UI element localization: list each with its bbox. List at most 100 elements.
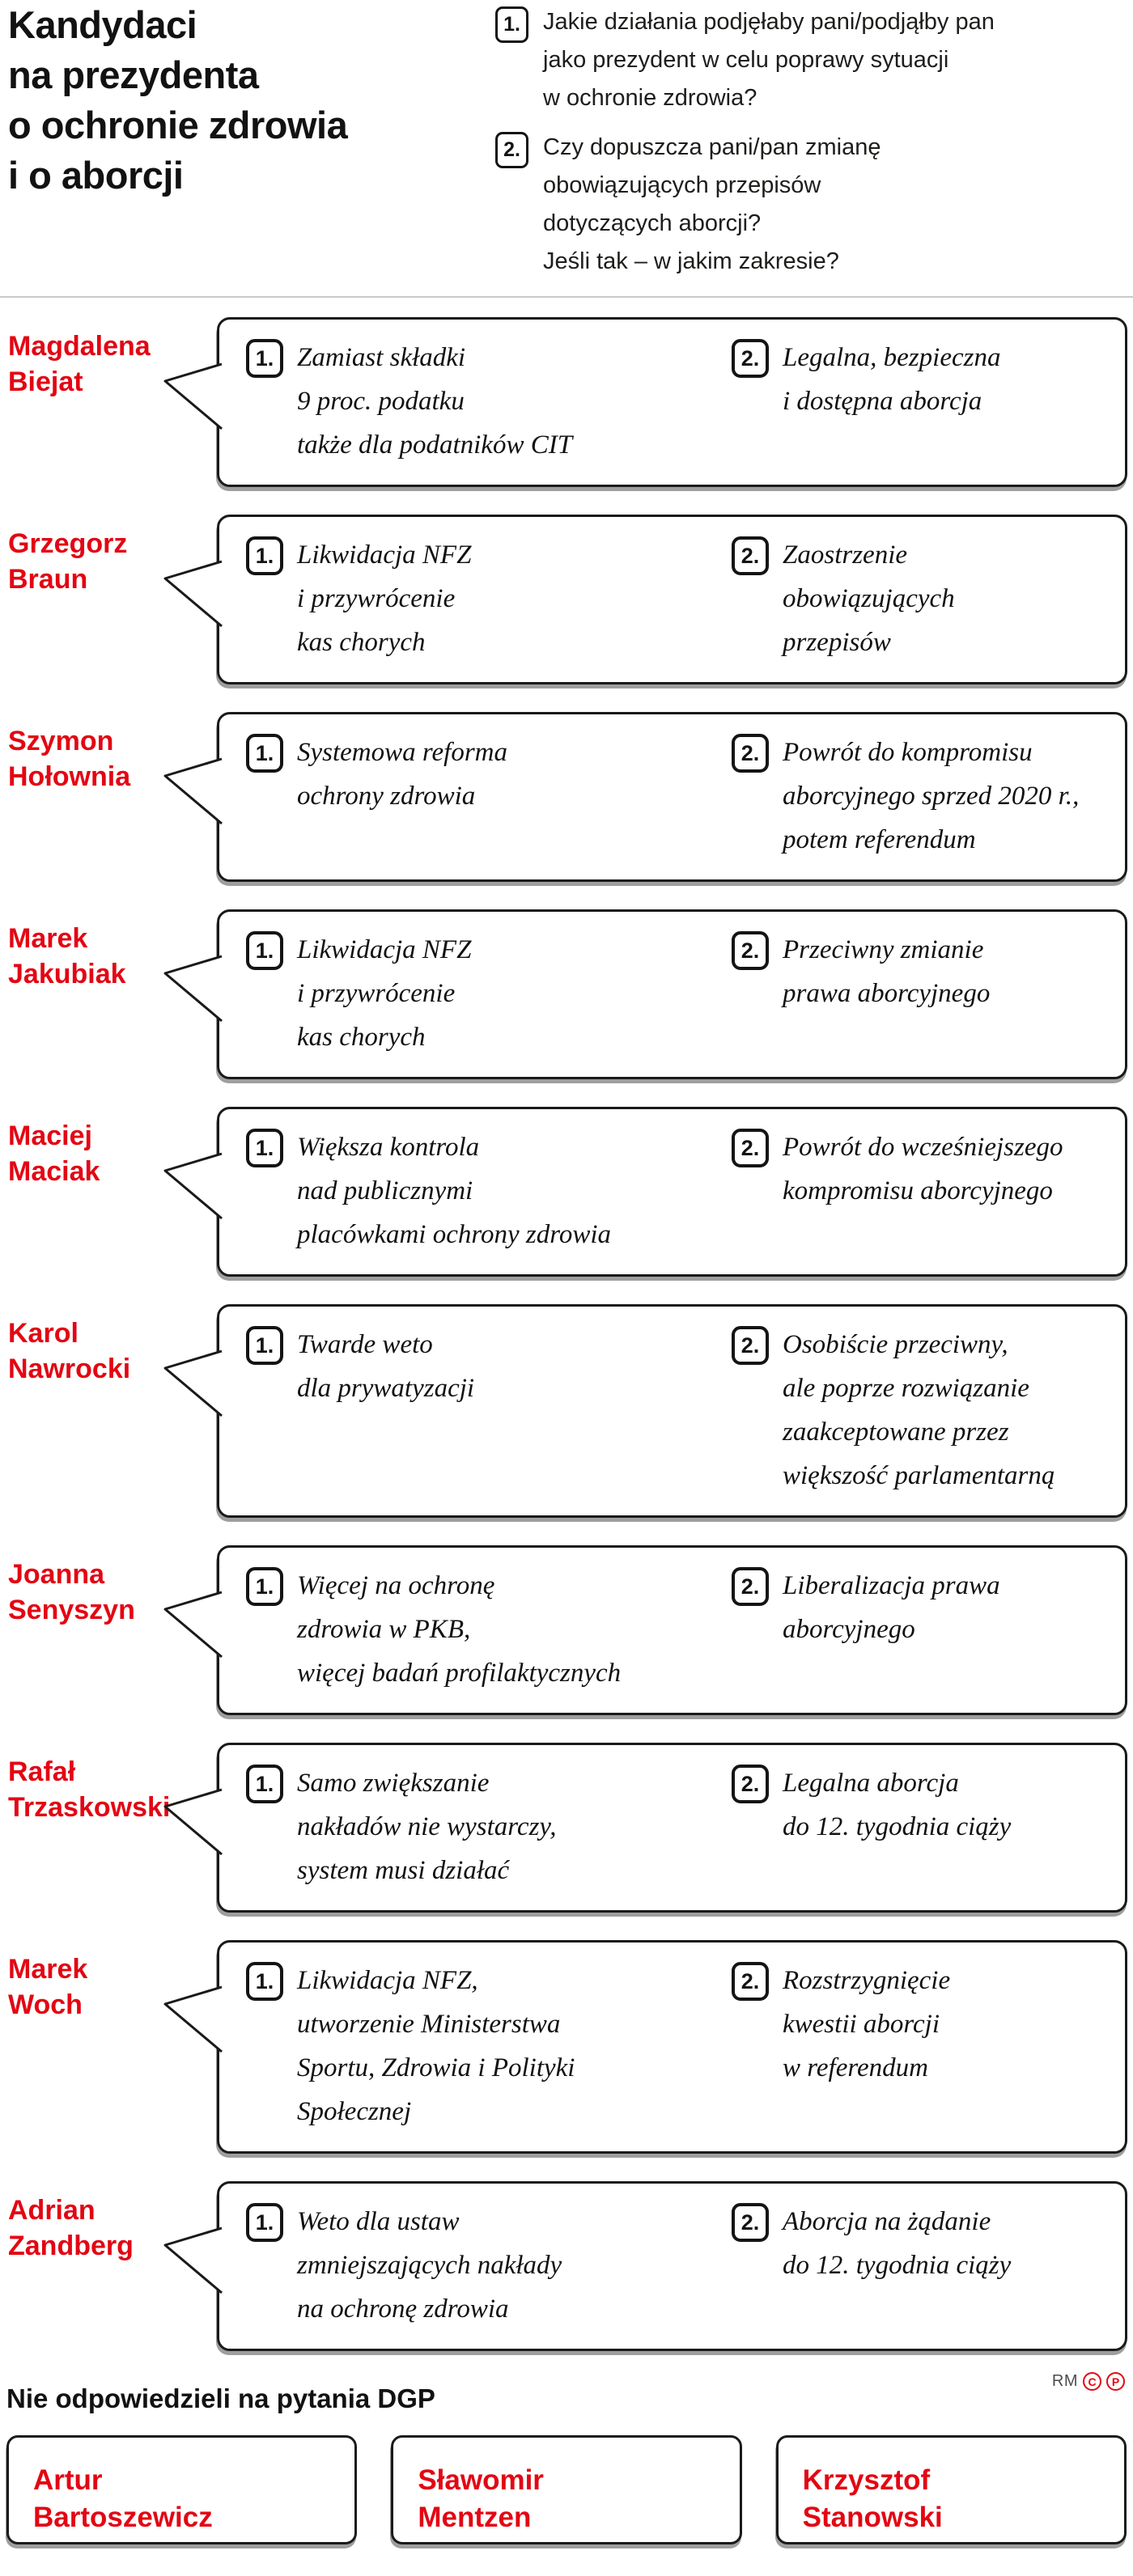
speech-bubble: 1. Systemowa reforma ochrony zdrowia 2. … — [163, 712, 1127, 882]
candidate-row: Marek Woch 1. Likwidacja NFZ, utworzenie… — [0, 1940, 1133, 2154]
candidate-row: Joanna Senyszyn 1. Więcej na ochronę zdr… — [0, 1545, 1133, 1715]
candidate-row: Karol Nawrocki 1. Twarde weto dla prywat… — [0, 1304, 1133, 1518]
author-initials: RM — [1051, 2372, 1078, 2390]
non-responders-boxes: Artur Bartoszewicz Sławomir Mentzen Krzy… — [6, 2435, 1127, 2544]
answer-2-text: Powrót do kompromisu aborcyjnego sprzed … — [783, 738, 1080, 854]
answer-2-text: Osobiście przeciwny, ale poprze rozwiąza… — [783, 1330, 1055, 1490]
candidate-name: Joanna Senyszyn — [8, 1559, 135, 1625]
answer-2-badge: 2. — [732, 536, 769, 575]
candidate-name: Szymon Hołownia — [8, 726, 131, 792]
answer-abortion: 2. Osobiście przeciwny, ale poprze rozwi… — [732, 1326, 1110, 1498]
question-1-text: Jakie działania podjęłaby pani/podjąłby … — [543, 9, 995, 111]
answer-2-badge: 2. — [732, 1326, 769, 1365]
answer-abortion: 2. Aborcja na żądanie do 12. tygodnia ci… — [732, 2203, 1110, 2287]
answer-1-badge: 1. — [246, 536, 283, 575]
answer-abortion: 2. Powrót do wcześniejszego kompromisu a… — [732, 1129, 1110, 1213]
answer-2-text: Liberalizacja prawa aborcyjnego — [783, 1571, 1000, 1644]
answer-2-badge: 2. — [732, 1962, 769, 2001]
candidate-name: Magdalena Biejat — [8, 331, 151, 397]
speech-bubble-tail-icon — [163, 2226, 223, 2294]
answer-health: 1. Większa kontrola nad publicznymi plac… — [246, 1129, 732, 1256]
candidate-name: Adrian Zandberg — [8, 2195, 134, 2261]
answer-1-badge: 1. — [246, 339, 283, 378]
answer-2-text: Powrót do wcześniejszego kompromisu abor… — [783, 1133, 1063, 1205]
answer-health: 1. Systemowa reforma ochrony zdrowia — [246, 734, 732, 818]
answer-2-text: Rozstrzygnięcie kwestii aborcji w refere… — [783, 1966, 951, 2082]
answer-1-badge: 1. — [246, 1567, 283, 1606]
answer-health: 1. Twarde weto dla prywatyzacji — [246, 1326, 732, 1410]
answer-1-text: Systemowa reforma ochrony zdrowia — [297, 738, 508, 811]
speech-bubble: 1. Więcej na ochronę zdrowia w PKB, więc… — [163, 1545, 1127, 1715]
non-responder-box: Artur Bartoszewicz — [6, 2435, 358, 2544]
speech-bubble: 1. Twarde weto dla prywatyzacji 2. Osobi… — [163, 1304, 1127, 1518]
answer-2-badge: 2. — [732, 1129, 769, 1167]
speech-bubble-tail-icon — [163, 1788, 223, 1856]
answer-abortion: 2. Legalna aborcja do 12. tygodnia ciąży — [732, 1765, 1110, 1849]
answer-abortion: 2. Zaostrzenie obowiązujących przepisów — [732, 536, 1110, 664]
speech-bubble: 1. Likwidacja NFZ i przywrócenie kas cho… — [163, 515, 1127, 684]
candidate-name: Rafał Trzaskowski — [8, 1756, 171, 1823]
speech-bubble: 1. Likwidacja NFZ, utworzenie Ministerst… — [163, 1940, 1127, 2154]
candidate-name: Marek Jakubiak — [8, 923, 126, 989]
speech-bubble-tail-icon — [163, 1152, 223, 1220]
answer-health: 1. Likwidacja NFZ, utworzenie Ministerst… — [246, 1962, 732, 2133]
header: Kandydaci na prezydenta o ochronie zdrow… — [0, 0, 1133, 298]
candidate-row: Grzegorz Braun 1. Likwidacja NFZ i przyw… — [0, 515, 1133, 684]
answer-2-badge: 2. — [732, 1765, 769, 1803]
answer-1-badge: 1. — [246, 931, 283, 970]
answer-1-badge: 1. — [246, 1129, 283, 1167]
speech-bubble: 1. Zamiast składki 9 proc. podatku także… — [163, 317, 1127, 487]
speech-bubble: 1. Likwidacja NFZ i przywrócenie kas cho… — [163, 909, 1127, 1079]
answer-abortion: 2. Rozstrzygnięcie kwestii aborcji w ref… — [732, 1962, 1110, 2090]
copyright-c-icon: C — [1083, 2372, 1101, 2391]
answer-abortion: 2. Przeciwny zmianie prawa aborcyjnego — [732, 931, 1110, 1015]
candidate-row: Adrian Zandberg 1. Weto dla ustaw zmniej… — [0, 2181, 1133, 2351]
answer-2-badge: 2. — [732, 734, 769, 773]
answer-health: 1. Likwidacja NFZ i przywrócenie kas cho… — [246, 931, 732, 1059]
answer-2-badge: 2. — [732, 339, 769, 378]
non-responder-name: Sławomir Mentzen — [418, 2464, 544, 2533]
answer-2-badge: 2. — [732, 2203, 769, 2242]
candidate-name: Maciej Maciak — [8, 1121, 100, 1187]
answer-1-badge: 1. — [246, 1326, 283, 1365]
answer-2-text: Legalna, bezpieczna i dostępna aborcja — [783, 343, 1001, 416]
speech-bubble-tail-icon — [163, 560, 223, 628]
answer-2-text: Przeciwny zmianie prawa aborcyjnego — [783, 935, 991, 1008]
candidate-row: Marek Jakubiak 1. Likwidacja NFZ i przyw… — [0, 909, 1133, 1079]
candidate-name: Grzegorz Braun — [8, 528, 128, 595]
answer-1-text: Weto dla ustaw zmniejszających nakłady n… — [297, 2207, 562, 2324]
answer-abortion: 2. Legalna, bezpieczna i dostępna aborcj… — [732, 339, 1110, 423]
speech-bubble-tail-icon — [163, 757, 223, 825]
question-1-number-badge: 1. — [495, 6, 528, 43]
question-2-text: Czy dopuszcza pani/pan zmianę obowiązują… — [543, 134, 881, 274]
answer-1-badge: 1. — [246, 1765, 283, 1803]
page-title: Kandydaci na prezydenta o ochronie zdrow… — [8, 3, 348, 197]
non-responders-heading: Nie odpowiedzieli na pytania DGP — [6, 2383, 435, 2413]
candidate-row: Rafał Trzaskowski 1. Samo zwiększanie na… — [0, 1743, 1133, 1913]
candidate-row: Magdalena Biejat 1. Zamiast składki 9 pr… — [0, 317, 1133, 487]
answer-health: 1. Weto dla ustaw zmniejszających nakład… — [246, 2203, 732, 2331]
non-responder-box: Sławomir Mentzen — [391, 2435, 742, 2544]
non-responder-box: Krzysztof Stanowski — [775, 2435, 1127, 2544]
answer-1-badge: 1. — [246, 1962, 283, 2001]
non-responder-name: Krzysztof Stanowski — [802, 2464, 943, 2533]
answer-2-badge: 2. — [732, 1567, 769, 1606]
answer-abortion: 2. Powrót do kompromisu aborcyjnego sprz… — [732, 734, 1110, 862]
speech-bubble-tail-icon — [163, 1591, 223, 1659]
answer-2-badge: 2. — [732, 931, 769, 970]
question-2-number-badge: 2. — [495, 132, 528, 168]
answer-health: 1. Likwidacja NFZ i przywrócenie kas cho… — [246, 536, 732, 664]
copyright-p-icon: P — [1106, 2372, 1125, 2391]
answer-1-text: Zamiast składki 9 proc. podatku także dl… — [297, 343, 573, 460]
answer-health: 1. Zamiast składki 9 proc. podatku także… — [246, 339, 732, 467]
answer-1-text: Więcej na ochronę zdrowia w PKB, więcej … — [297, 1571, 622, 1688]
answer-2-text: Legalna aborcja do 12. tygodnia ciąży — [783, 1769, 1012, 1841]
questions-list: 1. Jakie działania podjęłaby pani/podjął… — [495, 6, 1127, 295]
answer-abortion: 2. Liberalizacja prawa aborcyjnego — [732, 1567, 1110, 1651]
answer-1-text: Większa kontrola nad publicznymi placówk… — [297, 1133, 612, 1249]
answer-1-badge: 1. — [246, 734, 283, 773]
answer-2-text: Aborcja na żądanie do 12. tygodnia ciąży — [783, 2207, 1012, 2280]
answer-1-text: Likwidacja NFZ i przywrócenie kas choryc… — [297, 935, 472, 1052]
answer-health: 1. Więcej na ochronę zdrowia w PKB, więc… — [246, 1567, 732, 1695]
